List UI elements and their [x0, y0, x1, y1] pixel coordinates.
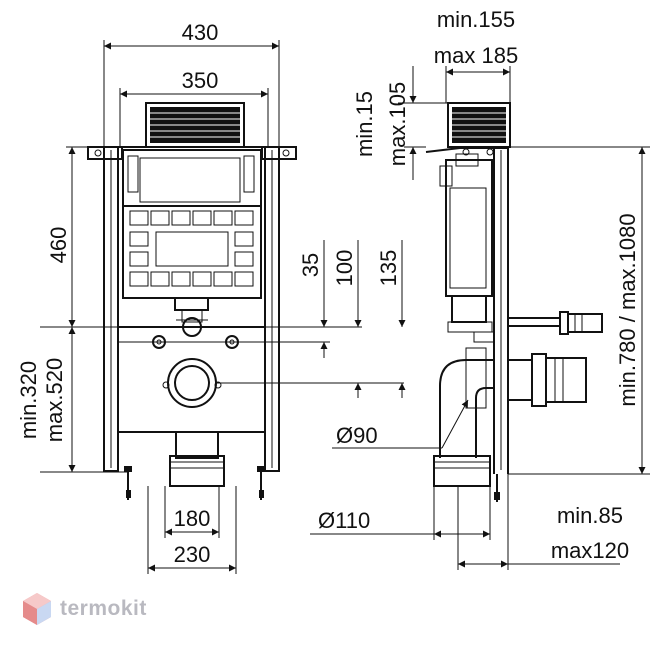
side-dimensions: min.155 max 185 min.15 max.105 min.780 /…: [310, 7, 650, 570]
side-cistern: [445, 159, 493, 297]
dim-height-min: min.320: [16, 361, 41, 439]
dim-width-bottom-outer: 230: [174, 542, 211, 567]
dim-pipe-large: Ø110: [318, 508, 370, 533]
front-view: [87, 102, 297, 500]
brand-name: termokit: [60, 597, 147, 620]
dim-top-min: min.15: [352, 91, 377, 157]
dim-depth-max: max 185: [434, 43, 518, 68]
brand-logo: termokit: [22, 589, 147, 629]
dim-height-range: min.780 / max.1080: [615, 213, 640, 406]
dim-wall-min: min.85: [557, 503, 623, 528]
dim-depth-min: min.155: [437, 7, 515, 32]
dim-height-top: 460: [46, 227, 71, 264]
dim-offset-35: 35: [298, 253, 323, 277]
hexagon-logo-icon: [23, 593, 51, 625]
dim-offset-135: 135: [376, 250, 401, 287]
front-flush-box: [145, 102, 245, 148]
dim-height-max: max.520: [42, 358, 67, 442]
dim-width-bottom-inner: 180: [174, 506, 211, 531]
dim-top-max: max.105: [385, 82, 410, 166]
front-dimensions: 430 350 460 min.320 max.520 35 100 135 1…: [16, 20, 406, 574]
dim-wall-max: max120: [551, 538, 629, 563]
dim-width-inner: 350: [182, 68, 219, 93]
dim-width-total: 430: [182, 20, 219, 45]
dim-pipe-small: Ø90: [336, 423, 378, 448]
dim-offset-100: 100: [332, 250, 357, 287]
front-service-panel: [122, 205, 262, 299]
side-flush-box: [447, 102, 511, 148]
side-view: [425, 102, 603, 502]
